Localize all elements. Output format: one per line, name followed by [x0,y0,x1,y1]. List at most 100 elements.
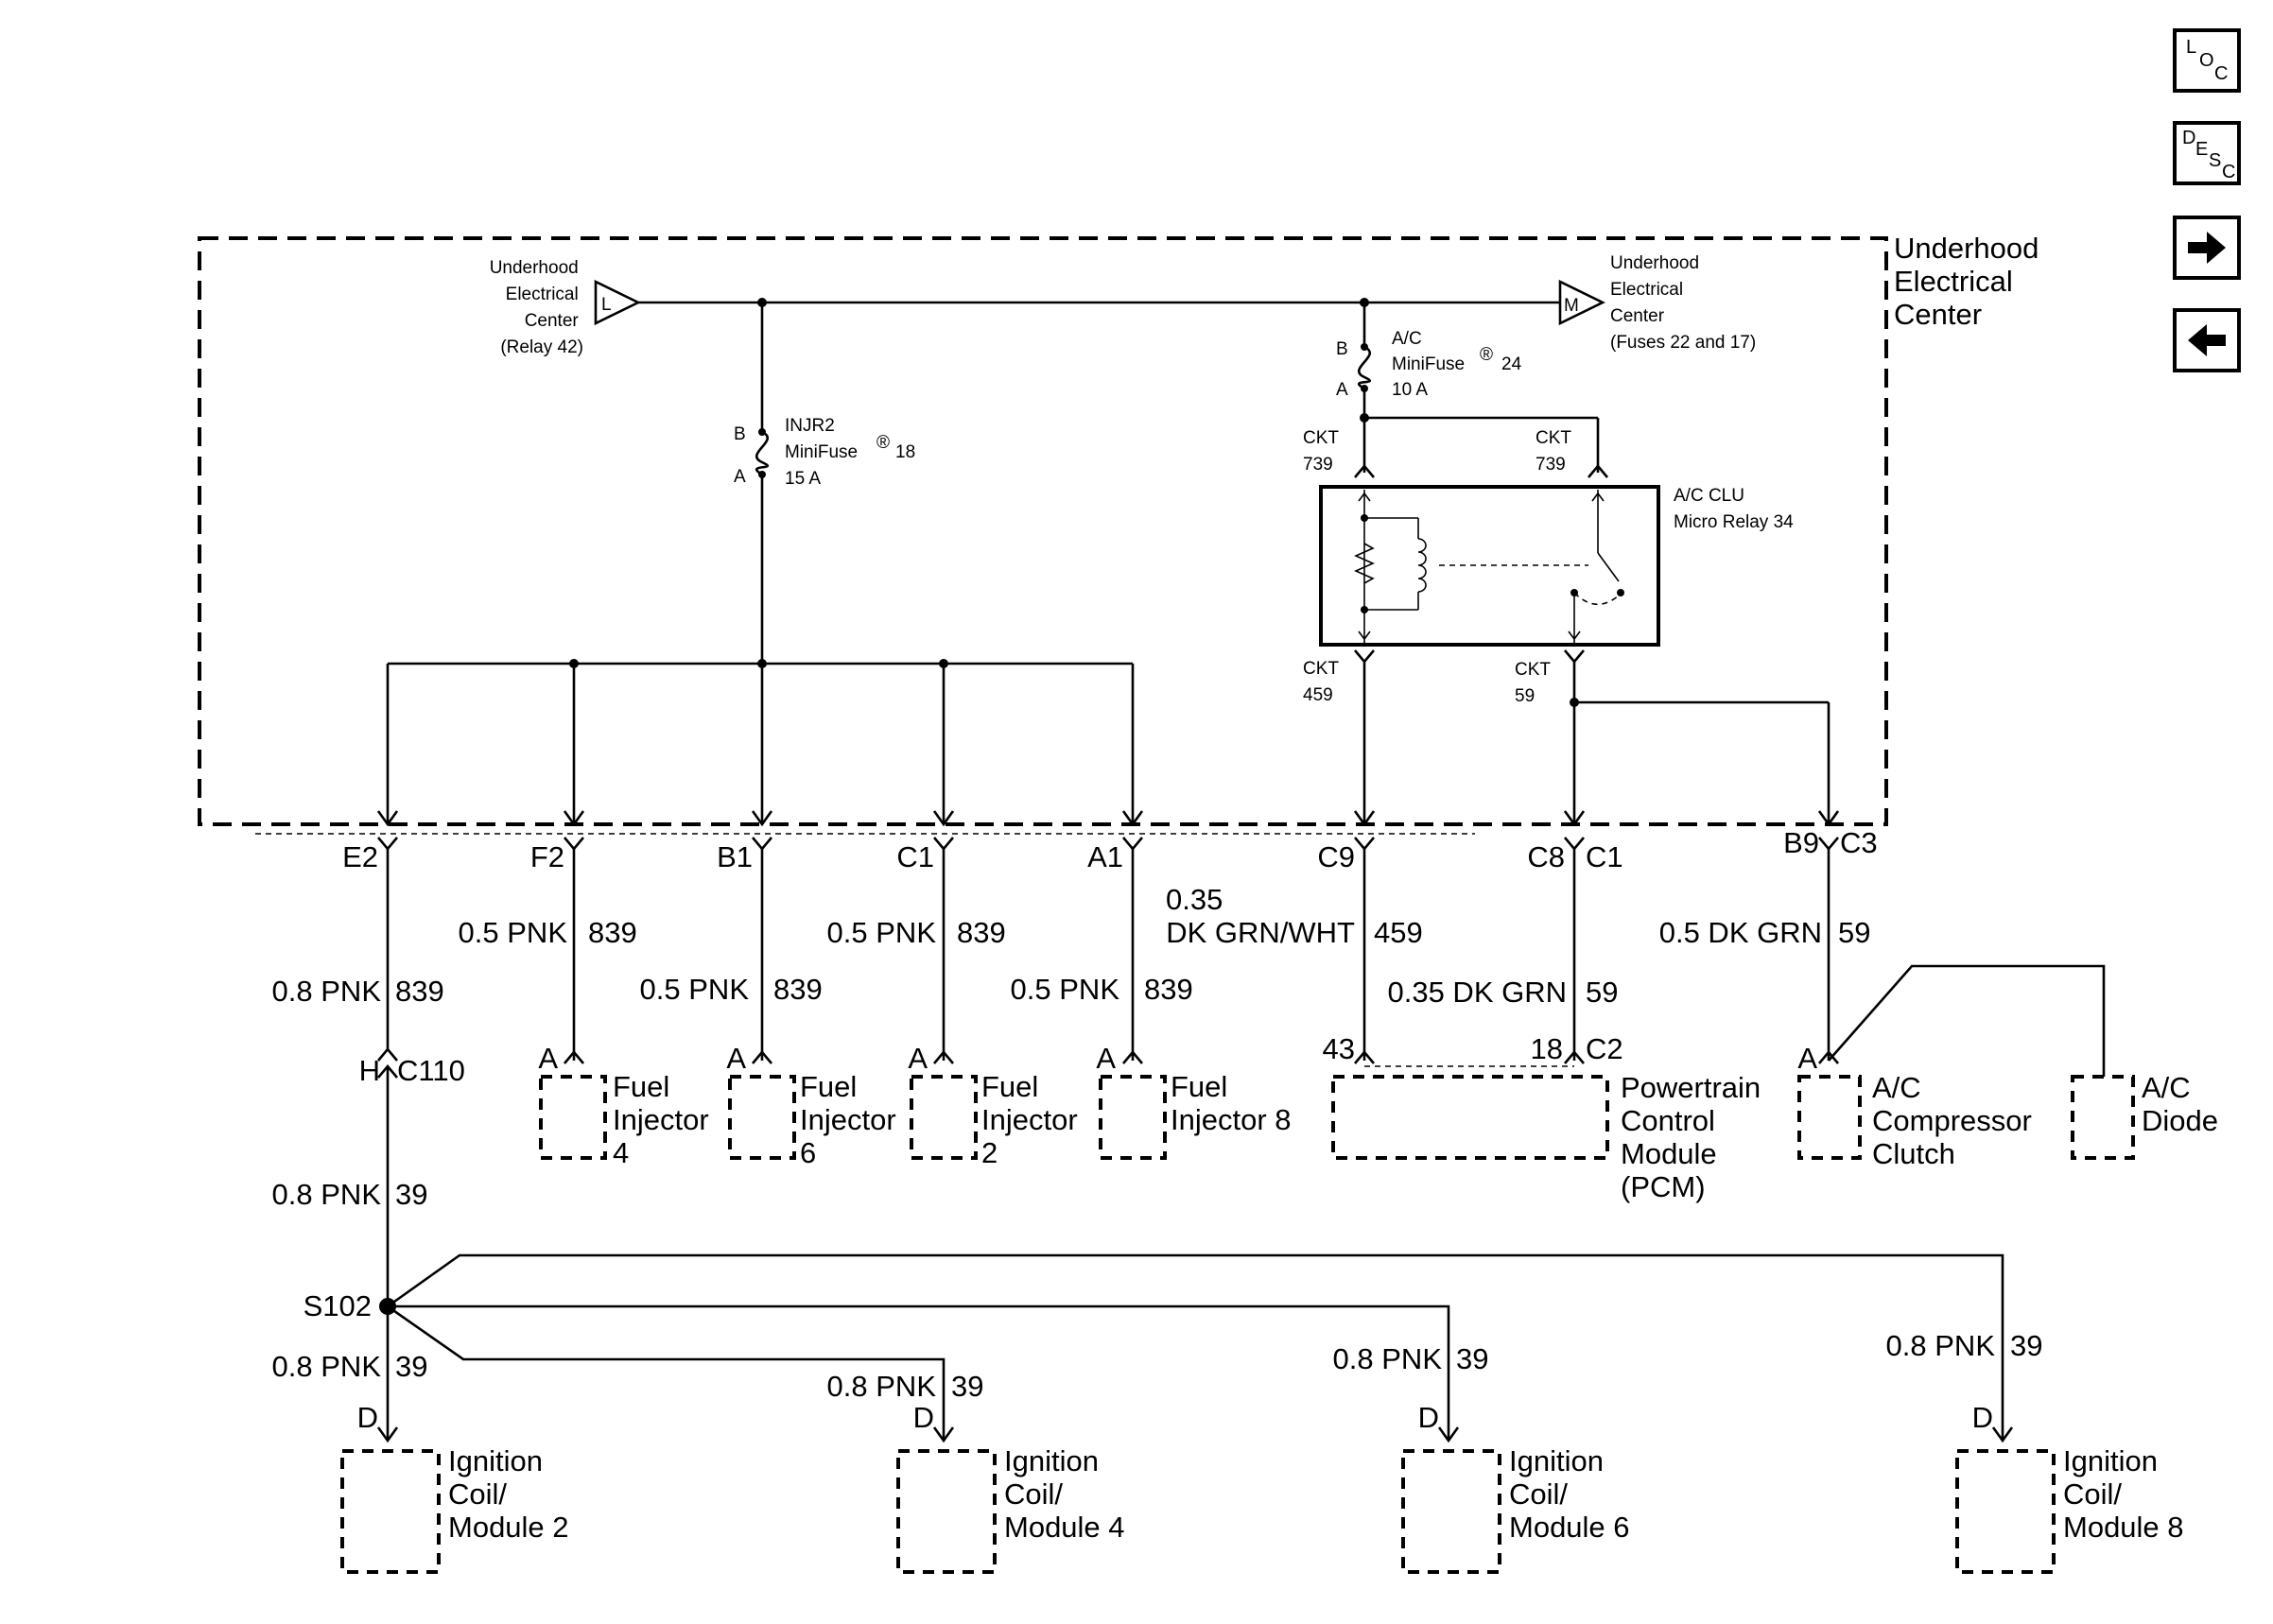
h39-wire-gauge: 0.8 PNK [272,1178,382,1211]
connector-c8: C8 [1527,840,1565,873]
connector-c1-a: C1 [896,840,934,873]
next-page-button[interactable] [2173,216,2241,280]
ac-clu-micro-relay-34 [1319,485,1660,647]
connector-c9: C9 [1317,840,1355,873]
previous-page-button[interactable] [2173,308,2241,372]
clutch-pin-a: A [1797,1042,1817,1075]
a1-wire-circuit: 839 [1144,973,1193,1006]
e2-wire-circuit: 839 [395,975,444,1008]
injr2-pin-b: B [734,424,746,444]
c1-wire-gauge: 0.5 PNK [827,916,937,949]
arrow-left-icon [2188,324,2226,356]
inj2-pin-a: A [908,1042,928,1075]
connector-m-symbol [1558,279,1605,326]
connector-a1: A1 [1087,840,1123,873]
arrow-right-icon [2188,232,2226,264]
fuel-injector-2 [910,1075,978,1160]
f2-wire-gauge: 0.5 PNK [459,916,568,949]
inj4-pin-a: A [538,1042,558,1075]
ac-compressor-clutch-label: A/C Compressor Clutch [1872,1071,2039,1170]
drop-b1 [751,664,773,852]
coil4-pin-d: D [913,1401,934,1434]
loc-glyph-l: L [2186,37,2197,58]
ac-fuse-pin-a: A [1336,380,1348,400]
splice-s102-label: S102 [304,1289,372,1322]
fuel-injector-4-label: Fuel Injector 4 [613,1070,717,1169]
fuel-injector-2-label: Fuel Injector 2 [981,1070,1085,1169]
coil4-wire [387,1304,946,1439]
ignition-coil-module-8-label: Ignition Coil/ Module 8 [2063,1444,2184,1544]
fuel-injector-4 [539,1075,607,1160]
desc-glyph-e: E [2195,139,2209,160]
coil2-pin-d: D [357,1401,378,1434]
desc-glyph-c: C [2222,162,2236,182]
underhood-electrical-center-box [198,236,1888,826]
connector-c110: C110 [397,1054,465,1087]
ckt739-right-label: CKT 739 [1536,428,1576,475]
injr2-fuse-label: INJR2 MiniFuse ® 18 15 A [785,416,920,489]
ckt59-label: CKT 59 [1515,660,1555,706]
coil2-wire-gauge: 0.8 PNK [272,1350,382,1383]
ckt459-label: CKT 459 [1303,659,1344,705]
b9-arrow-bottom [1818,837,1839,852]
uec-fuses-label: Underhood Electrical Center (Fuses 22 an… [1610,253,1756,353]
desc-glyph-d: D [2182,128,2196,148]
coil4-wire-gauge: 0.8 PNK [827,1370,937,1403]
loc-button[interactable]: L O C [2173,28,2241,93]
inj6-connector-arrow [752,1049,772,1064]
clutch-to-diode-wire [1828,964,2106,1077]
inj6-pin-a: A [726,1042,746,1075]
c9-wire-gauge-2: DK GRN/WHT [1166,916,1355,949]
ac-diode [2071,1075,2135,1160]
b1-wire-circuit: 839 [773,973,823,1006]
coil2-wire-circuit: 39 [395,1350,427,1383]
ckt739-right-arrow [1588,463,1608,478]
pcm-pin-18: 18 [1531,1032,1563,1065]
pcm-connector-c2: C2 [1586,1032,1623,1065]
coil8-wire-circuit: 39 [2010,1329,2042,1362]
connector-l-symbol [594,279,641,326]
c1-wire-circuit: 839 [957,916,1006,949]
coil6-pin-d: D [1418,1401,1439,1434]
clutch-pin-a-arrow [1818,1049,1839,1064]
fuel-injector-6 [728,1075,796,1160]
inj8-connector-arrow [1122,1049,1143,1064]
c9-wire-circuit: 459 [1374,916,1423,949]
c110-arrow-top [377,1046,398,1062]
connector-f2: F2 [530,840,564,873]
e2-wire-gauge: 0.8 PNK [272,975,382,1008]
inj4-connector-arrow [564,1049,584,1064]
ckt739-left-label: CKT 739 [1303,428,1344,475]
uec-relay42-label: Underhood Electrical Center (Relay 42) [490,258,583,357]
fuel-injector-8-label: Fuel Injector 8 [1171,1070,1292,1136]
c9-arrow-top [1353,810,1376,827]
ckt459-arrow [1354,649,1375,665]
injr2-fuse-symbol [755,430,770,476]
b9-arrow-top [1817,810,1840,827]
ac-compressor-clutch [1797,1075,1862,1160]
inj2-connector-arrow [933,1049,954,1064]
c8-wire-gauge: 0.35 DK GRN [1387,976,1567,1009]
connector-m-label: M [1564,296,1579,316]
connector-b1: B1 [717,840,753,873]
connector-c3: C3 [1840,826,1878,859]
pcm-label: Powertrain Control Module (PCM) [1621,1071,1769,1203]
desc-glyph-s: S [2209,150,2222,171]
ckt59-arrow [1564,649,1585,665]
connector-e2: E2 [342,840,378,873]
pcm-pin43-arrow [1354,1049,1375,1064]
c9-wire-gauge-1: 0.35 [1166,883,1223,916]
fuel-injector-8 [1099,1075,1167,1160]
loc-glyph-o: O [2199,50,2214,71]
fuel-injector-6-label: Fuel Injector 6 [800,1070,904,1169]
h39-wire-circuit: 39 [395,1178,427,1211]
desc-button[interactable]: D E S C [2173,121,2241,185]
connector-c1-b: C1 [1586,840,1623,873]
pcm-pin-43: 43 [1323,1032,1355,1065]
ignition-coil-module-6-label: Ignition Coil/ Module 6 [1509,1444,1630,1544]
relay-switch-circuit [1568,490,1624,643]
coil6-wire [388,1304,1450,1439]
ac-fuse-pin-b: B [1336,339,1348,359]
ignition-coil-module-2-label: Ignition Coil/ Module 2 [448,1444,569,1544]
